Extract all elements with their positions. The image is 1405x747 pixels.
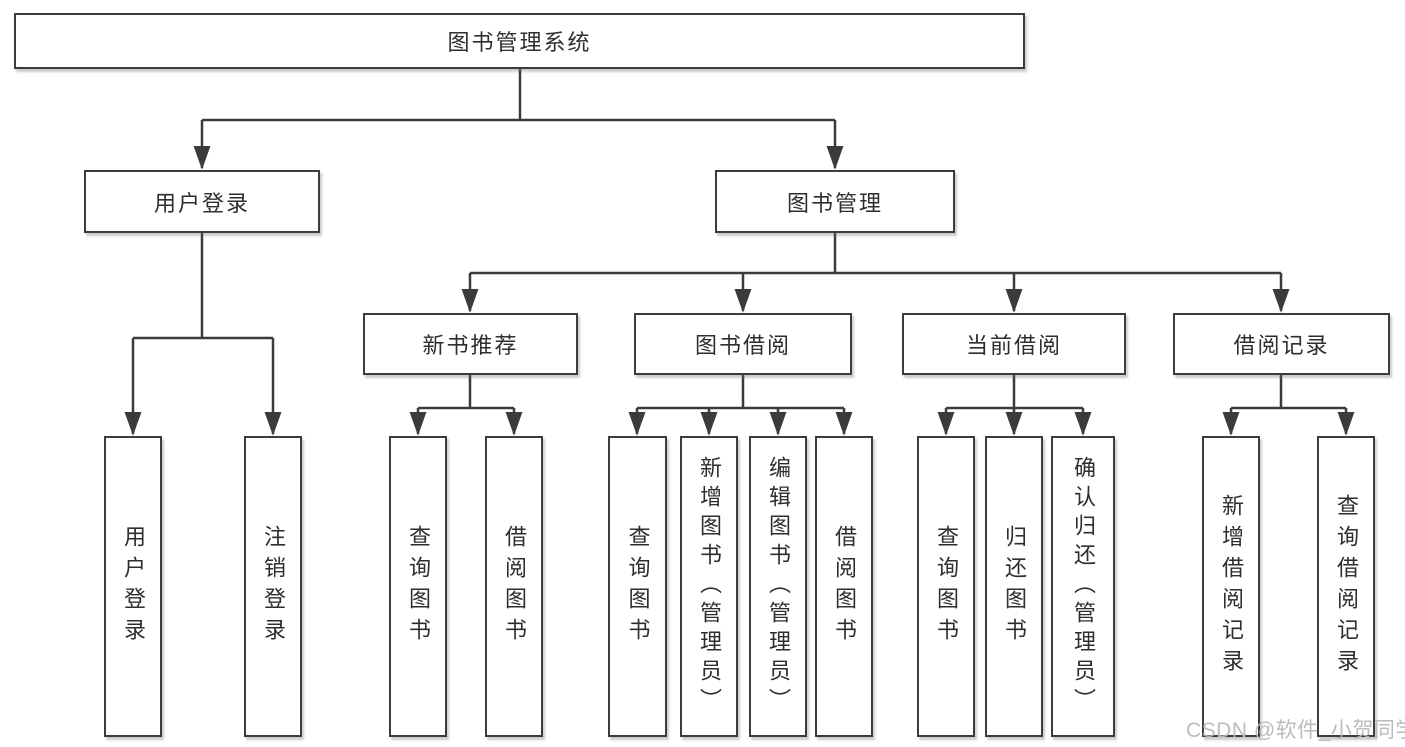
leaf-label: 查询图书 — [406, 524, 431, 649]
leaf-label: 确认归还（管理员） — [1071, 456, 1096, 717]
leaf-add-borrow-record: 新增借阅记录 — [1202, 436, 1260, 737]
csdn-watermark: CSDN @软件_小贺同学 — [1186, 719, 1405, 742]
node-book-borrow: 图书借阅 — [634, 313, 852, 375]
leaf-label: 注销登录 — [261, 524, 286, 649]
leaf-user-login: 用户登录 — [104, 436, 162, 737]
leaf-query-borrow-record: 查询借阅记录 — [1317, 436, 1375, 737]
leaf-logout: 注销登录 — [244, 436, 302, 737]
leaf-edit-books-admin: 编辑图书（管理员） — [749, 436, 807, 737]
leaf-label: 借阅图书 — [502, 524, 527, 649]
node-book-management: 图书管理 — [715, 170, 955, 233]
node-borrow-records: 借阅记录 — [1173, 313, 1390, 375]
leaf-confirm-return-admin: 确认归还（管理员） — [1051, 436, 1115, 737]
node-user-login: 用户登录 — [84, 170, 320, 233]
leaf-label: 新增图书（管理员） — [697, 456, 722, 717]
leaf-add-books-admin: 新增图书（管理员） — [680, 436, 738, 737]
leaf-query-books-1: 查询图书 — [389, 436, 447, 737]
leaf-label: 查询借阅记录 — [1334, 493, 1359, 680]
leaf-query-books-3: 查询图书 — [917, 436, 975, 737]
leaf-label: 编辑图书（管理员） — [766, 456, 791, 717]
node-new-book-recommend: 新书推荐 — [363, 313, 578, 375]
leaf-borrow-books-1: 借阅图书 — [485, 436, 543, 737]
node-root: 图书管理系统 — [14, 13, 1025, 69]
leaf-return-books: 归还图书 — [985, 436, 1043, 737]
leaf-label: 查询图书 — [934, 524, 959, 649]
leaf-label: 归还图书 — [1002, 524, 1027, 649]
leaf-label: 用户登录 — [121, 524, 146, 649]
node-current-borrow: 当前借阅 — [902, 313, 1126, 375]
leaf-label: 借阅图书 — [832, 524, 857, 649]
leaf-label: 新增借阅记录 — [1219, 493, 1244, 680]
leaf-borrow-books-2: 借阅图书 — [815, 436, 873, 737]
leaf-label: 查询图书 — [625, 524, 651, 649]
leaf-query-books-2: 查询图书 — [608, 436, 667, 737]
